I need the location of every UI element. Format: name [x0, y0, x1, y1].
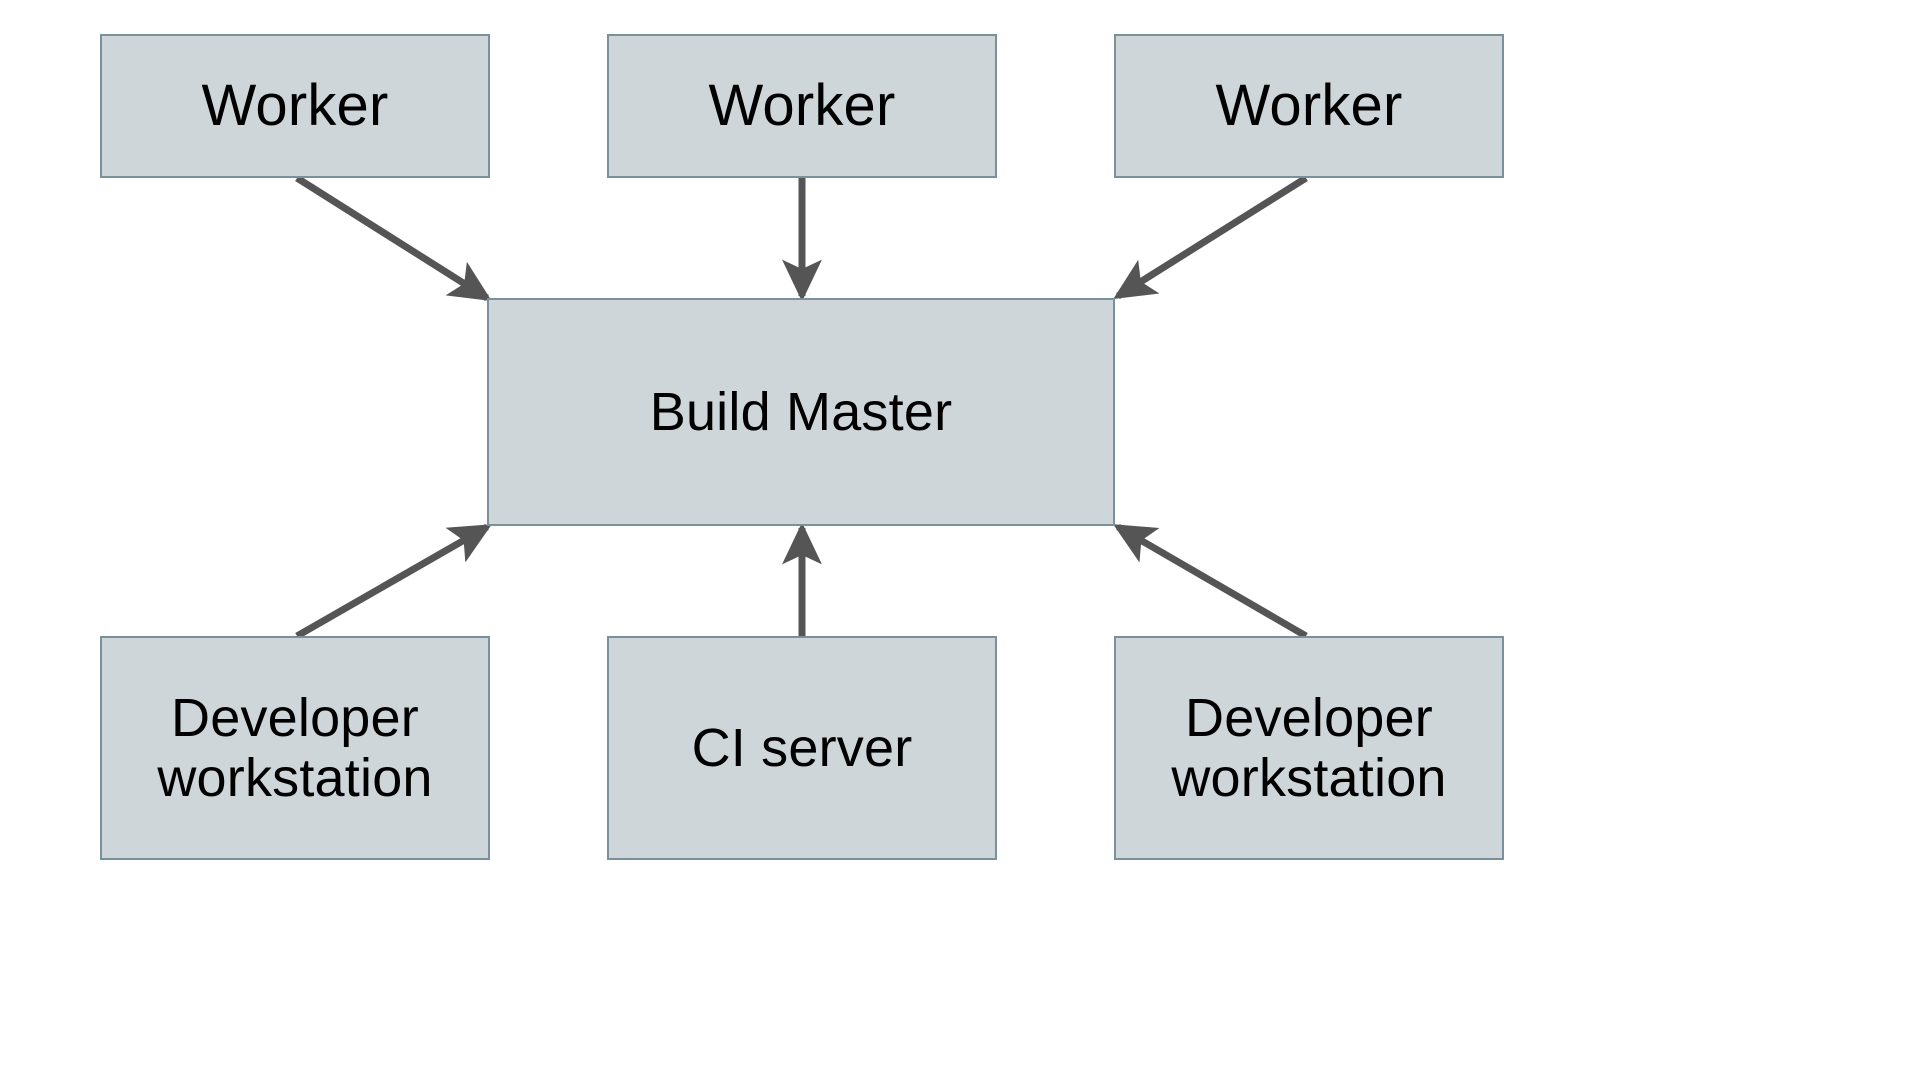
node-label: Worker [1215, 72, 1403, 138]
edge-worker-1-to-build-master [295, 175, 492, 301]
node-label: Worker [201, 72, 389, 138]
node-label: CI server [691, 717, 913, 778]
edge-developer-workstation-left-to-build-master [295, 523, 492, 640]
node-worker-2[interactable]: Worker [607, 34, 997, 178]
node-build-master[interactable]: Build Master [487, 298, 1115, 526]
node-worker-1[interactable]: Worker [100, 34, 490, 178]
node-developer-workstation-right[interactable]: Developer workstation [1114, 636, 1504, 860]
node-label: Developer workstation [1171, 687, 1447, 808]
node-label: Worker [708, 72, 896, 138]
node-label: Developer workstation [157, 687, 433, 808]
node-worker-3[interactable]: Worker [1114, 34, 1504, 178]
node-label: Build Master [649, 381, 953, 442]
edge-developer-workstation-right-to-build-master [1113, 523, 1308, 640]
node-developer-workstation-left[interactable]: Developer workstation [100, 636, 490, 860]
edge-worker-3-to-build-master [1113, 175, 1308, 299]
node-ci-server[interactable]: CI server [607, 636, 997, 860]
